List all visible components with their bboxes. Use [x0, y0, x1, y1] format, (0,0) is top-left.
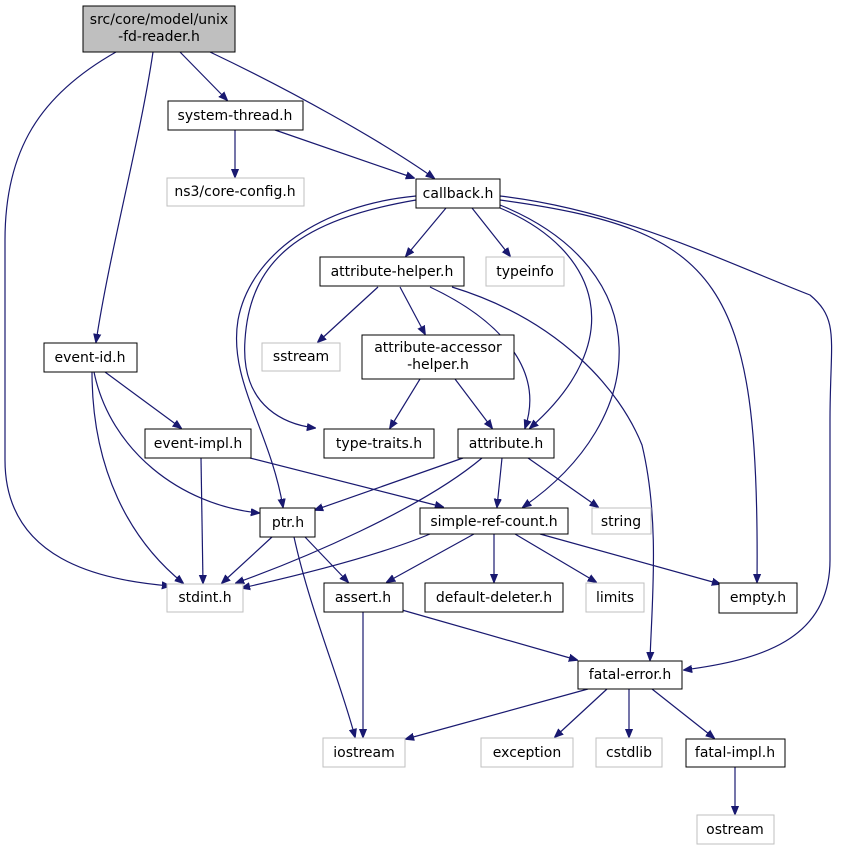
edges [4, 51, 833, 814]
node-label: empty.h [730, 590, 786, 606]
node-core-config[interactable]: ns3/core-config.h [166, 177, 305, 207]
node-label: event-impl.h [154, 436, 243, 452]
edge-system-thread-to-callback [274, 129, 414, 178]
edge-assert-to-fatal-error [401, 609, 577, 660]
node-event-id[interactable]: event-id.h [43, 342, 138, 373]
node-label: attribute.h [469, 436, 543, 452]
node-label: sstream [273, 349, 329, 365]
edge-callback-to-typeinfo [471, 207, 510, 256]
node-label: event-id.h [54, 350, 125, 366]
node-simple-ref-count[interactable]: simple-ref-count.h [419, 507, 569, 535]
edge-ptr-to-iostream [293, 536, 355, 737]
node-stdint[interactable]: stdint.h [166, 583, 244, 613]
edge-attribute-to-stdint [236, 457, 483, 583]
node-string[interactable]: string [591, 507, 652, 535]
edge-attribute-to-string [527, 457, 598, 507]
edge-callback-to-fatal-error [499, 195, 833, 670]
edge-attribute-to-simple-ref-count [497, 457, 503, 507]
nodes: src/core/model/unix -fd-reader.h system-… [43, 5, 798, 845]
node-limits[interactable]: limits [585, 582, 645, 613]
node-label: type-traits.h [336, 436, 422, 452]
node-event-impl[interactable]: event-impl.h [144, 428, 252, 459]
edge-fd-reader-to-callback [209, 51, 434, 178]
edge-ptr-to-stdint [222, 536, 273, 583]
node-label: cstdlib [606, 745, 652, 761]
edge-fatal-error-to-fatal-impl [651, 688, 714, 738]
node-ptr[interactable]: ptr.h [259, 507, 316, 538]
node-label: typeinfo [496, 264, 554, 280]
edge-attribute-to-ptr [315, 457, 464, 510]
node-typeinfo[interactable]: typeinfo [485, 256, 565, 287]
node-label: ptr.h [272, 515, 304, 531]
node-empty[interactable]: empty.h [718, 582, 798, 614]
node-type-traits[interactable]: type-traits.h [323, 428, 435, 459]
node-label: string [601, 514, 641, 530]
edge-attribute-accessor-helper-to-type-traits [390, 378, 421, 428]
node-label: simple-ref-count.h [430, 514, 557, 530]
edge-callback-to-attribute-helper [406, 207, 447, 256]
node-label: stdint.h [178, 590, 231, 606]
edge-fatal-error-to-exception [555, 688, 608, 737]
node-label: ns3/core-config.h [174, 184, 295, 200]
node-label-line-2: -helper.h [407, 357, 469, 373]
node-label: iostream [333, 745, 395, 761]
node-label: limits [596, 590, 634, 606]
edge-attribute-accessor-helper-to-attribute [454, 378, 492, 428]
edge-simple-ref-count-to-stdint [242, 533, 431, 588]
node-label: ostream [706, 822, 764, 838]
node-label: fatal-error.h [589, 667, 671, 683]
node-label: assert.h [335, 590, 391, 606]
node-attribute-accessor-helper[interactable]: attribute-accessor -helper.h [361, 334, 515, 380]
edge-fatal-error-to-iostream [406, 688, 589, 739]
edge-attribute-helper-to-fatal-error [451, 286, 654, 660]
edge-event-impl-to-stdint [201, 457, 203, 583]
node-label: fatal-impl.h [695, 745, 775, 761]
edge-attribute-helper-to-sstream [318, 286, 379, 342]
edge-event-id-to-ptr [93, 371, 259, 513]
node-label-line-1: attribute-accessor [374, 340, 502, 356]
edge-callback-to-ptr [235, 195, 417, 507]
node-attribute-helper[interactable]: attribute-helper.h [319, 256, 465, 287]
node-attribute[interactable]: attribute.h [457, 428, 555, 459]
edge-event-impl-to-simple-ref-count [249, 457, 443, 507]
node-assert[interactable]: assert.h [323, 582, 404, 613]
edge-simple-ref-count-to-limits [514, 533, 596, 582]
edge-callback-to-type-traits [244, 199, 417, 428]
node-fatal-impl[interactable]: fatal-impl.h [685, 738, 786, 768]
node-label: attribute-helper.h [331, 264, 454, 280]
edge-callback-to-simple-ref-count [499, 204, 620, 507]
node-cstdlib[interactable]: cstdlib [595, 737, 663, 768]
node-sstream[interactable]: sstream [261, 342, 341, 372]
node-ostream[interactable]: ostream [696, 814, 775, 845]
edge-simple-ref-count-to-empty [539, 533, 720, 584]
node-iostream[interactable]: iostream [322, 737, 406, 768]
edge-attribute-helper-to-attribute-accessor-helper [399, 286, 425, 334]
node-label: callback.h [423, 186, 494, 202]
node-exception[interactable]: exception [480, 737, 574, 768]
edge-callback-to-attribute [499, 207, 593, 428]
node-label: exception [493, 745, 561, 761]
node-fatal-error[interactable]: fatal-error.h [577, 660, 683, 690]
edge-fd-reader-to-system-thread [179, 51, 227, 100]
node-callback[interactable]: callback.h [415, 178, 501, 209]
node-default-deleter[interactable]: default-deleter.h [424, 582, 564, 613]
edge-ptr-to-assert [304, 536, 348, 582]
edge-fd-reader-to-stdint [4, 51, 170, 586]
edge-event-id-to-event-impl [104, 371, 181, 428]
edge-callback-to-empty [499, 199, 757, 582]
node-fd-reader[interactable]: src/core/model/unix -fd-reader.h [82, 5, 236, 53]
node-system-thread[interactable]: system-thread.h [167, 100, 304, 131]
node-label: default-deleter.h [436, 590, 552, 606]
node-label: system-thread.h [178, 108, 293, 124]
edge-event-id-to-stdint [91, 371, 183, 583]
node-label-line-1: src/core/model/unix [90, 12, 228, 28]
edge-simple-ref-count-to-assert [387, 533, 475, 582]
edge-fd-reader-to-event-id [96, 51, 154, 342]
node-label-line-2: -fd-reader.h [118, 29, 200, 45]
